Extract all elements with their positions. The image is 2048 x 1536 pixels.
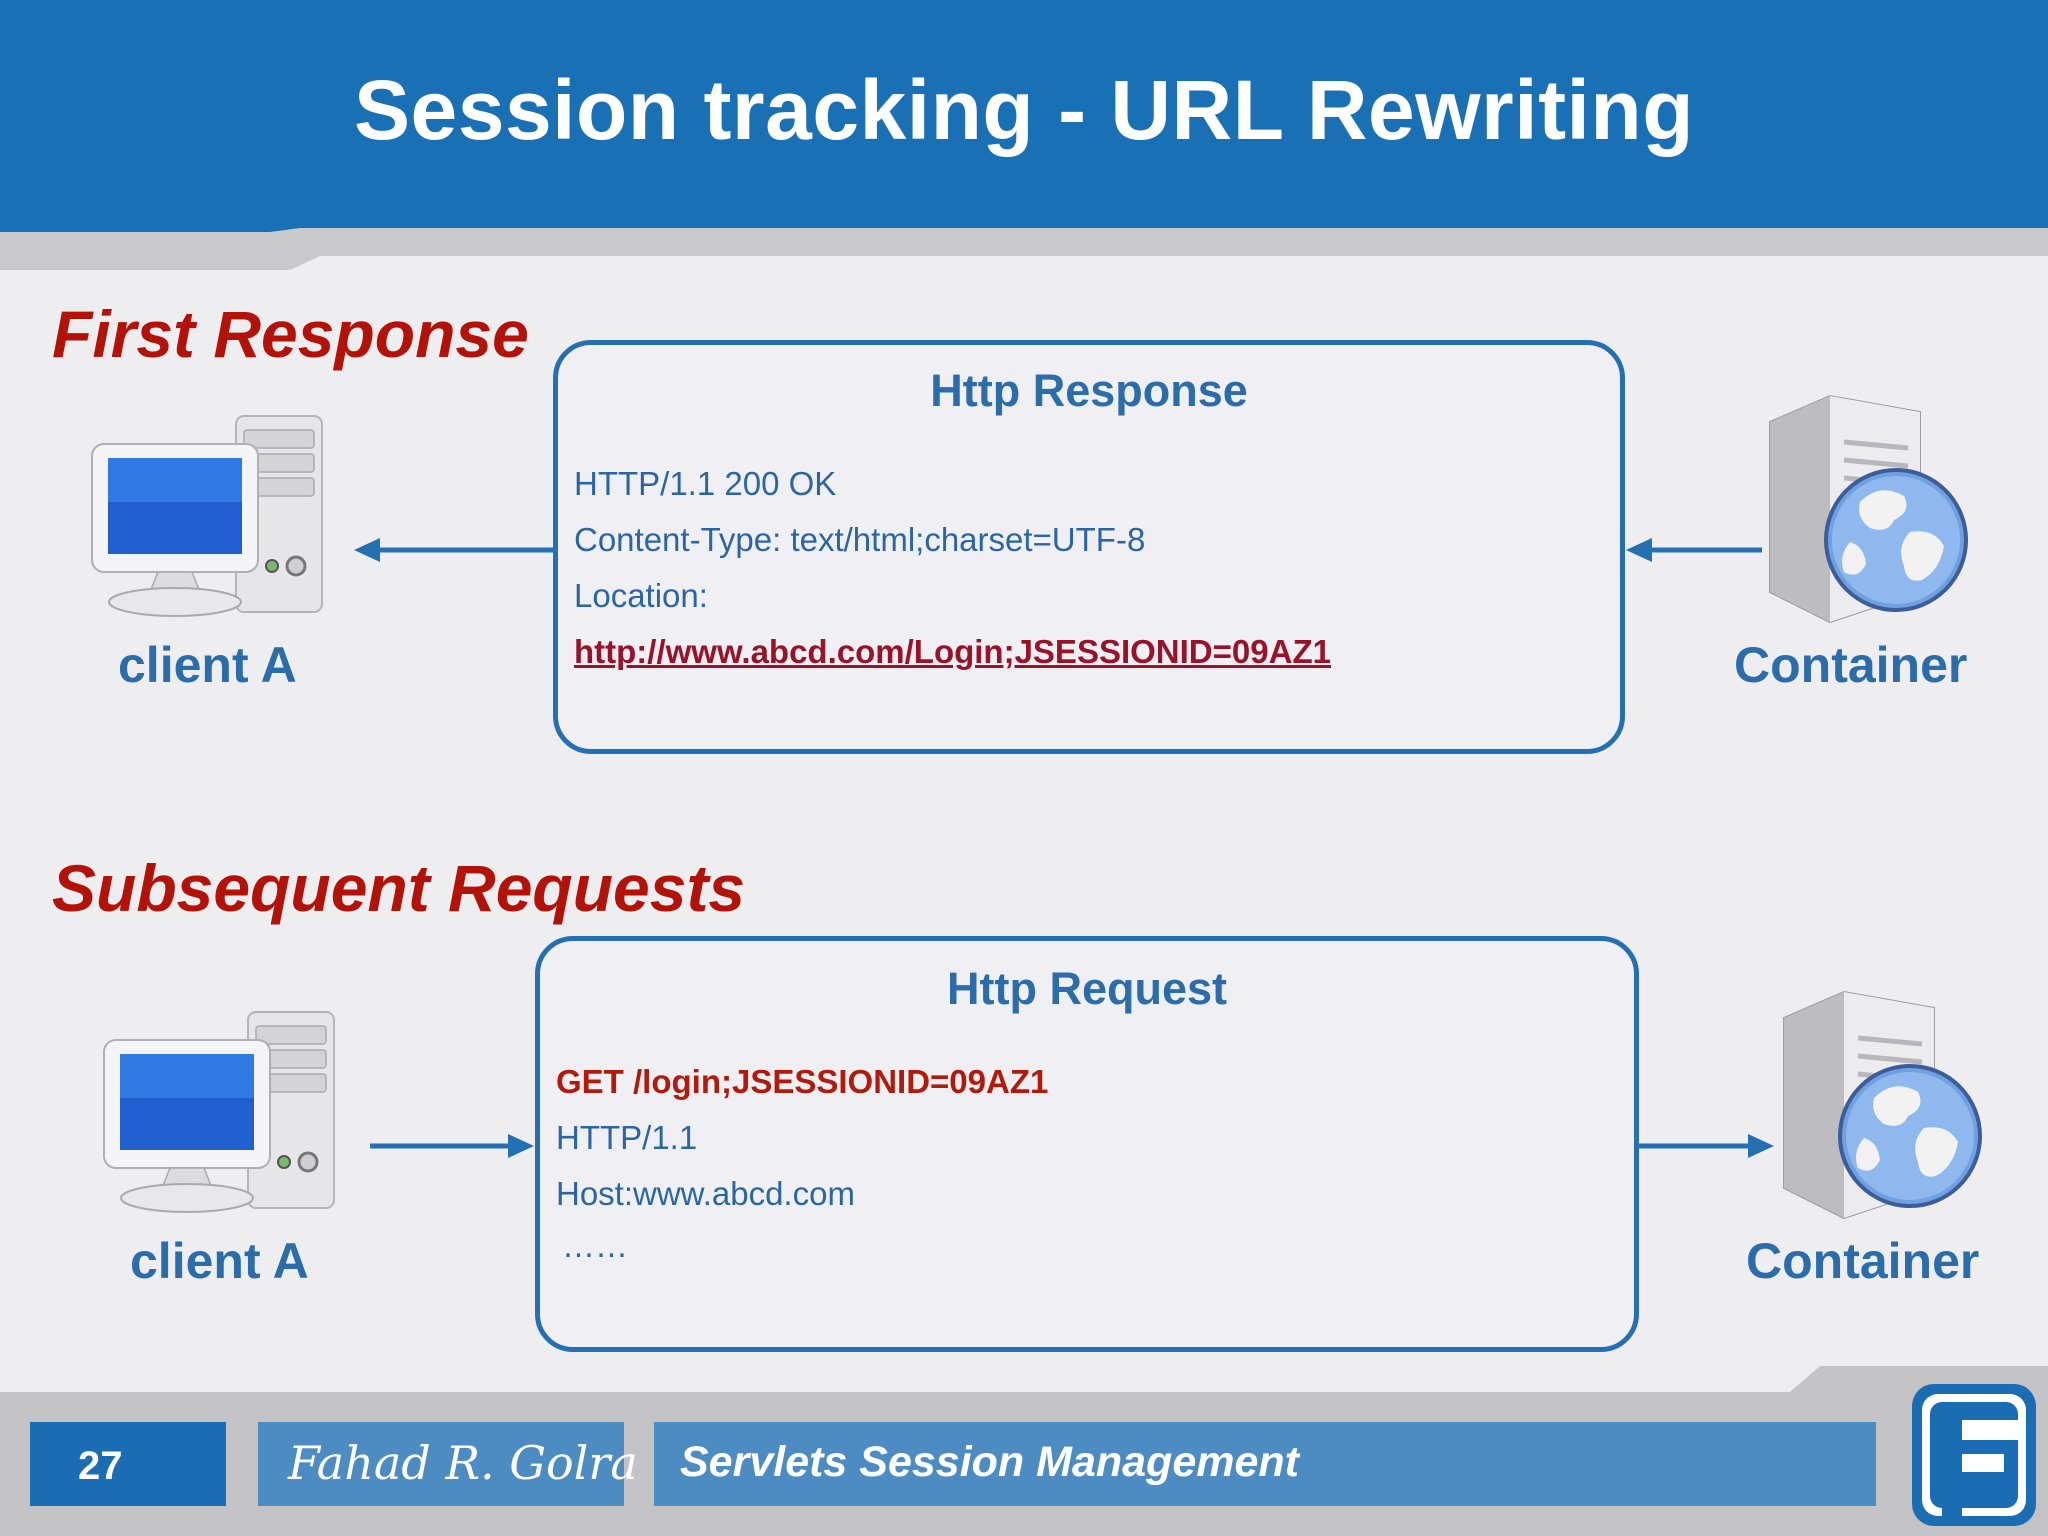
http-response-box: Http Response HTTP/1.1 200 OK Content-Ty…: [553, 340, 1625, 754]
request-http-version-line: HTTP/1.1: [556, 1119, 698, 1156]
page-number: 27: [78, 1444, 123, 1488]
response-to-client-arrow: [354, 538, 558, 562]
author-box: Fahad R. Golra: [258, 1422, 638, 1506]
container-server-icon: [1769, 394, 1968, 624]
response-location-label: Location:: [574, 577, 708, 614]
header-band: [0, 0, 2048, 232]
request-host-line: Host:www.abcd.com: [556, 1175, 855, 1212]
http-response-title: Http Response: [930, 365, 1248, 416]
client-to-request-arrow: [370, 1134, 534, 1158]
request-to-container-arrow: [1638, 1134, 1774, 1158]
subsequent-requests-heading: Subsequent Requests: [52, 851, 746, 925]
course-title-box: Servlets Session Management: [654, 1422, 1876, 1506]
response-location-url-link[interactable]: http://www.abcd.com/Login;JSESSIONID=09A…: [574, 633, 1331, 670]
second-client-label: client A: [130, 1233, 309, 1289]
http-request-box: Http Request GET /login;JSESSIONID=09AZ1…: [535, 936, 1639, 1352]
header-shadow: [0, 228, 2048, 270]
client-computer-icon: [91, 415, 323, 617]
client-computer-icon: [103, 1011, 335, 1213]
first-container-label: Container: [1734, 637, 1968, 693]
slide-title: Session tracking - URL Rewriting: [353, 63, 1695, 157]
first-response-heading: First Response: [52, 297, 529, 371]
page-number-box: 27: [30, 1422, 226, 1506]
first-client-label: client A: [118, 637, 297, 693]
http-request-title: Http Request: [947, 963, 1227, 1014]
container-to-response-arrow: [1626, 538, 1762, 562]
second-container-label: Container: [1746, 1233, 1980, 1289]
response-content-type-line: Content-Type: text/html;charset=UTF-8: [574, 521, 1146, 558]
container-server-icon: [1783, 990, 1982, 1220]
response-status-line: HTTP/1.1 200 OK: [574, 465, 837, 502]
author-signature: Fahad R. Golra: [288, 1436, 638, 1490]
request-get-line: GET /login;JSESSIONID=09AZ1: [556, 1063, 1049, 1100]
request-ellipsis: ……: [562, 1227, 628, 1264]
brand-logo: [1912, 1384, 2036, 1526]
course-title: Servlets Session Management: [680, 1438, 1299, 1486]
